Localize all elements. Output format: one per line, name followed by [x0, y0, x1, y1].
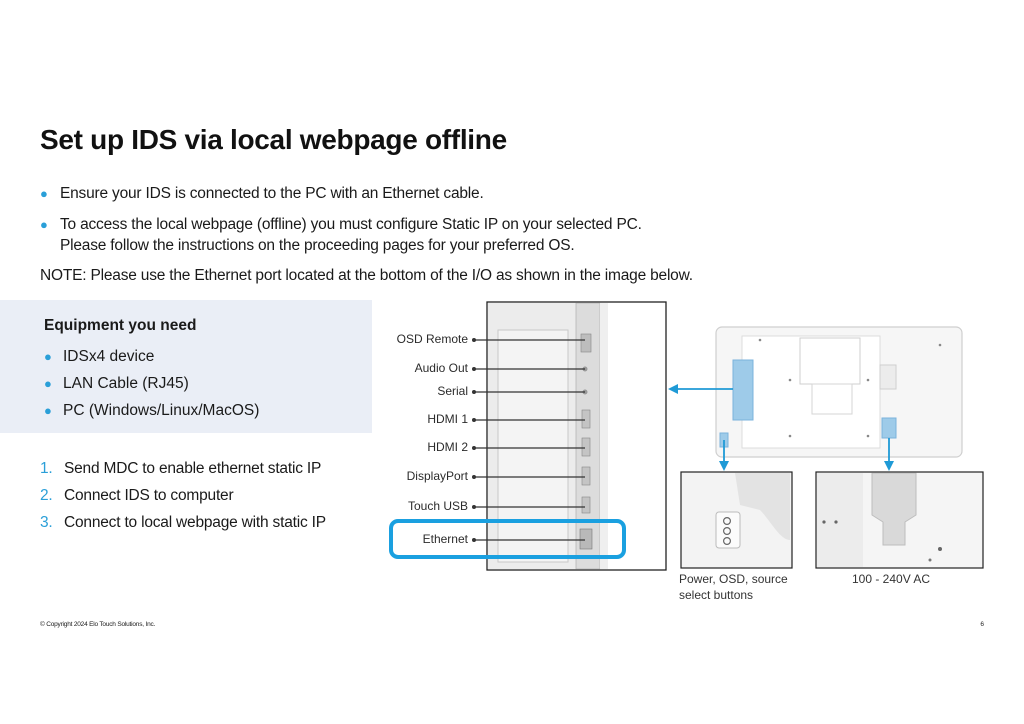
page-number: 6	[980, 621, 984, 628]
instruction-text: Ensure your IDS is connected to the PC w…	[60, 185, 484, 202]
steps-list: 1.Send MDC to enable ethernet static IP …	[40, 455, 326, 536]
io-leader-lines	[474, 339, 585, 541]
instruction-text: Please follow the instructions on the pr…	[60, 237, 575, 254]
step-item: 1. Send MDC to enable ethernet static IP	[40, 455, 326, 482]
buttons-caption-line: select buttons	[679, 588, 754, 602]
step-number: 2.	[40, 487, 53, 504]
note-text: NOTE: Please use the Ethernet port locat…	[40, 267, 693, 284]
bullet-dot-icon: ●	[44, 376, 52, 391]
instruction-text: To access the local webpage (offline) yo…	[60, 216, 642, 233]
equipment-item-label: IDSx4 device	[63, 348, 155, 365]
equipment-item: ● IDSx4 device	[44, 343, 259, 370]
step-text: Connect to local webpage with static IP	[64, 514, 326, 531]
bullet-dot-icon: ●	[40, 217, 48, 232]
io-label-displayport: DisplayPort	[406, 469, 468, 483]
equipment-item: ● PC (Windows/Linux/MacOS)	[44, 397, 259, 424]
step-text: Connect IDS to computer	[64, 487, 234, 504]
instruction-item: ● Ensure your IDS is connected to the PC…	[40, 183, 760, 204]
io-label-touch-usb: Touch USB	[407, 499, 468, 513]
io-label-hdmi-1: HDMI 1	[427, 412, 468, 426]
buttons-detail-photo	[680, 471, 793, 569]
step-text: Send MDC to enable ethernet static IP	[64, 460, 322, 477]
io-label-audio-out: Audio Out	[414, 361, 468, 375]
equipment-item-label: LAN Cable (RJ45)	[63, 375, 189, 392]
bullet-dot-icon: ●	[44, 403, 52, 418]
bullet-dot-icon: ●	[40, 186, 48, 201]
callout-arrows	[668, 384, 894, 471]
io-side-view	[486, 301, 667, 571]
bullet-dot-icon: ●	[44, 349, 52, 364]
page-title: Set up IDS via local webpage offline	[40, 124, 507, 155]
power-caption: 100 - 240V AC	[852, 572, 931, 586]
step-item: 2. Connect IDS to computer	[40, 482, 326, 509]
equipment-item: ● LAN Cable (RJ45)	[44, 370, 259, 397]
power-detail-photo	[815, 471, 984, 569]
equipment-title: Equipment you need	[44, 317, 197, 334]
io-label-hdmi-2: HDMI 2	[427, 440, 468, 454]
buttons-caption: Power, OSD, source select buttons	[679, 571, 788, 603]
buttons-caption-line: Power, OSD, source	[679, 572, 788, 586]
io-label-ethernet: Ethernet	[422, 532, 468, 546]
step-item: 3. Connect to local webpage with static I…	[40, 509, 326, 536]
equipment-item-label: PC (Windows/Linux/MacOS)	[63, 402, 260, 419]
io-label-osd-remote: OSD Remote	[396, 332, 468, 346]
instruction-item: ● To access the local webpage (offline) …	[40, 214, 760, 256]
equipment-panel: Equipment you need ● IDSx4 device ● LAN Ca…	[0, 300, 372, 433]
instruction-list: ● Ensure your IDS is connected to the PC…	[40, 183, 760, 266]
io-label-serial: Serial	[437, 384, 468, 398]
step-number: 3.	[40, 514, 53, 531]
copyright-footer: © Copyright 2024 Elo Touch Solutions, In…	[40, 621, 156, 628]
step-number: 1.	[40, 460, 53, 477]
ethernet-highlight-box	[389, 519, 626, 559]
device-rear-view	[715, 326, 963, 458]
equipment-list: ● IDSx4 device ● LAN Cable (RJ45) ● PC (Win…	[44, 343, 259, 424]
